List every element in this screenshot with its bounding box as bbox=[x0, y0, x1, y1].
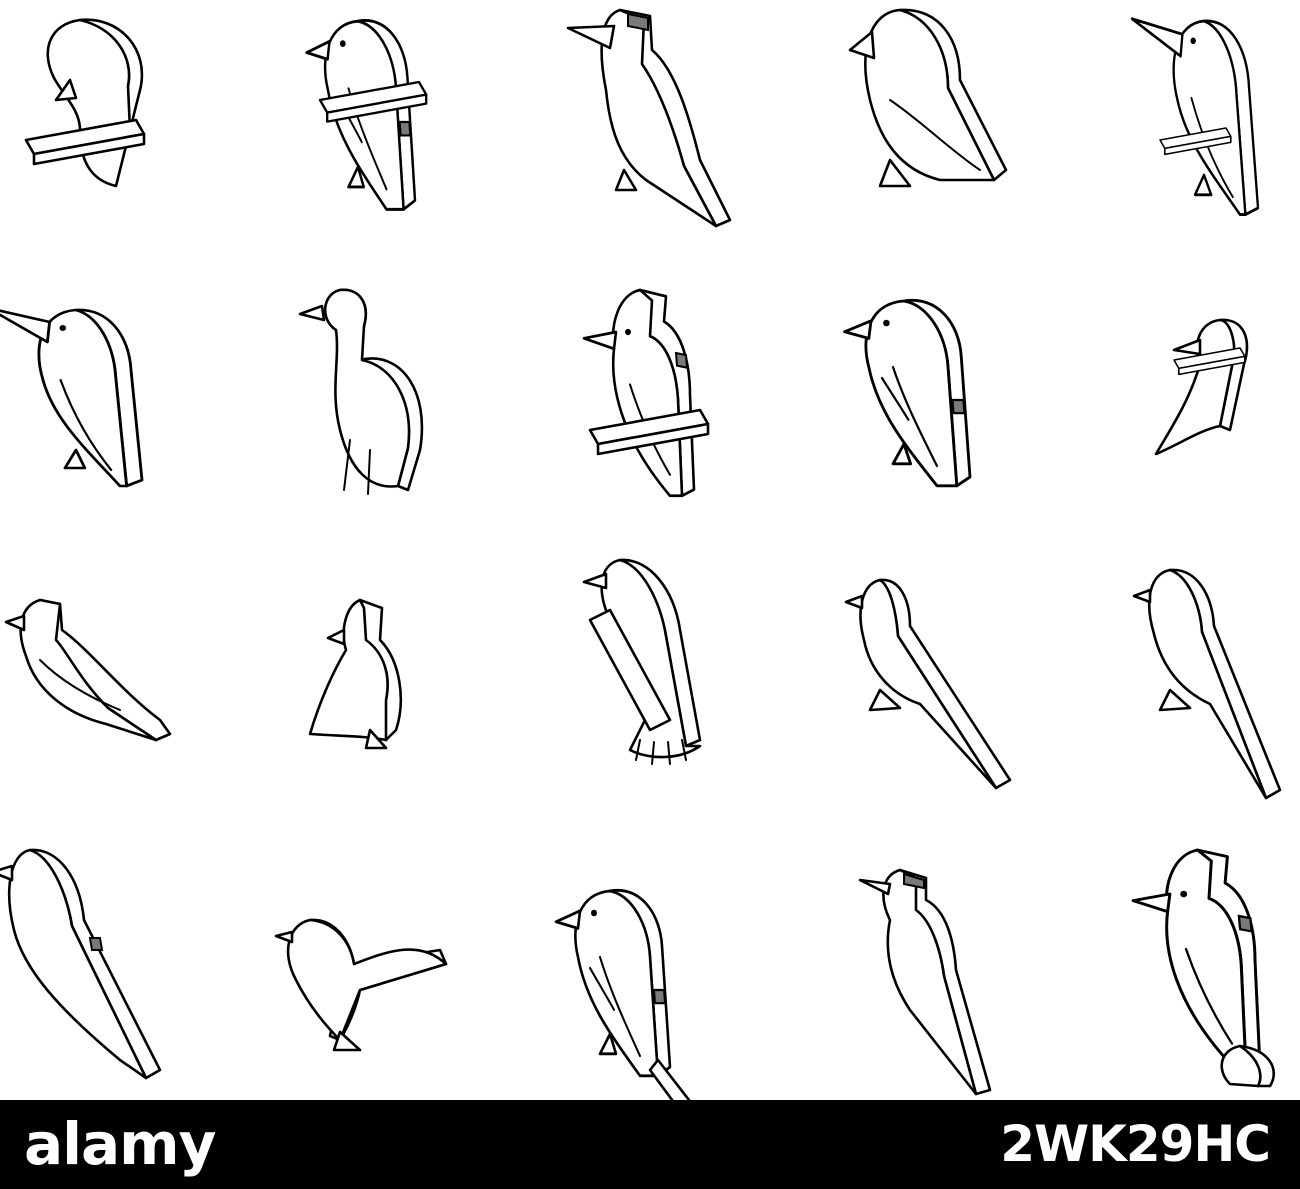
lyrebird-icon bbox=[582, 558, 702, 765]
hornbill-icon bbox=[566, 8, 732, 228]
image-id-label: 2WK29HC bbox=[1000, 1115, 1271, 1173]
lovebird-icon bbox=[554, 888, 691, 1100]
cockatoo-icon bbox=[24, 18, 146, 188]
magpie-icon bbox=[844, 578, 1012, 790]
long-tailed-tit-icon bbox=[858, 868, 992, 1096]
thrush-icon bbox=[0, 848, 162, 1080]
shrike-icon bbox=[1131, 848, 1276, 1088]
hoopoe-icon bbox=[582, 288, 710, 498]
brand-logo[interactable]: alamy bbox=[24, 1110, 216, 1178]
cardinal-icon bbox=[308, 598, 402, 750]
toucan-icon bbox=[1130, 17, 1260, 217]
kingfisher-icon bbox=[0, 306, 144, 488]
woodpecker-icon bbox=[843, 298, 972, 488]
waxwing-icon bbox=[4, 598, 172, 742]
puffin-icon bbox=[848, 8, 1008, 188]
sparrow-icon bbox=[274, 918, 448, 1052]
watermark-footer: alamy 2WK29HC bbox=[0, 1100, 1300, 1189]
flycatcher-icon bbox=[1132, 568, 1282, 800]
bird-icon-sheet bbox=[0, 8, 1282, 1100]
parrot-icon bbox=[305, 19, 428, 211]
hummingbird-icon bbox=[1154, 318, 1249, 456]
crowned-crane-icon bbox=[298, 288, 424, 495]
